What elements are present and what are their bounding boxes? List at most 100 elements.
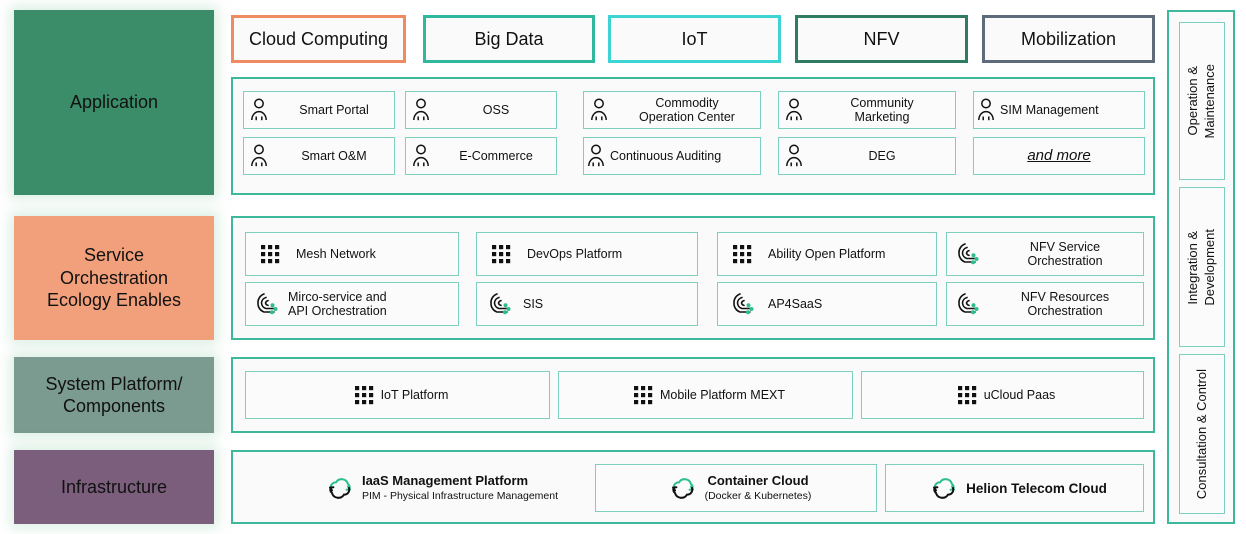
system-item-mobile-platform-mext[interactable]: Mobile Platform MEXT bbox=[558, 371, 853, 419]
domain-pill-label: Cloud Computing bbox=[248, 28, 389, 49]
app-item-sim-management[interactable]: SIM Management bbox=[973, 91, 1145, 129]
layer-label-text: System Platform/ Components bbox=[45, 373, 183, 417]
infrastructure-panel: IaaS Management Platform PIM - Physical … bbox=[231, 450, 1155, 524]
orchestration-swirl-icon bbox=[477, 291, 521, 317]
grid-dots-icon bbox=[718, 243, 766, 265]
side-rail-label: Integration & Development bbox=[1185, 228, 1217, 306]
service-item-label: SIS bbox=[523, 296, 544, 311]
infra-item-container-cloud[interactable]: Container Cloud (Docker & Kubernetes) bbox=[595, 464, 877, 512]
app-item-and-more[interactable]: and more bbox=[973, 137, 1145, 175]
service-item-mesh-network[interactable]: Mesh Network bbox=[245, 232, 459, 276]
service-item-microservice-api-orchestration[interactable]: Mirco-service and API Orchestration bbox=[245, 282, 459, 326]
domain-pill-mobilization[interactable]: Mobilization bbox=[982, 15, 1155, 63]
layer-label-text: Infrastructure bbox=[60, 476, 168, 497]
person-icon bbox=[584, 98, 614, 122]
infra-item-sublabel: (Docker & Kubernetes) bbox=[704, 489, 812, 502]
system-item-label: Mobile Platform MEXT bbox=[659, 388, 786, 402]
orchestration-swirl-icon bbox=[718, 291, 766, 317]
service-item-label: NFV Resources Orchestration bbox=[1020, 289, 1110, 318]
service-item-ability-open-platform[interactable]: Ability Open Platform bbox=[717, 232, 937, 276]
app-item-label: Continuous Auditing bbox=[610, 148, 722, 163]
domain-pill-label: Big Data bbox=[474, 28, 544, 49]
side-rail-item-operation-maintenance[interactable]: Operation & Maintenance bbox=[1179, 22, 1225, 180]
app-item-oss[interactable]: OSS bbox=[405, 91, 557, 129]
app-item-label: and more bbox=[1027, 147, 1091, 165]
layer-label-application: Application bbox=[14, 10, 214, 195]
app-item-smart-portal[interactable]: Smart Portal bbox=[243, 91, 395, 129]
cloud-sync-icon bbox=[318, 475, 362, 501]
infra-item-label: Container Cloud bbox=[707, 473, 809, 489]
person-icon bbox=[244, 98, 274, 122]
system-item-label: uCloud Paas bbox=[983, 388, 1056, 402]
service-item-ap4saas[interactable]: AP4SaaS bbox=[717, 282, 937, 326]
domain-pill-nfv[interactable]: NFV bbox=[795, 15, 968, 63]
cloud-sync-icon bbox=[922, 475, 966, 501]
app-item-label: SIM Management bbox=[1000, 102, 1099, 117]
domain-pill-iot[interactable]: IoT bbox=[608, 15, 781, 63]
app-item-e-commerce[interactable]: E-Commerce bbox=[405, 137, 557, 175]
cloud-sync-icon bbox=[661, 475, 705, 501]
side-rail-label: Operation & Maintenance bbox=[1185, 63, 1217, 139]
person-icon bbox=[779, 144, 809, 168]
service-item-nfv-service-orchestration[interactable]: NFV Service Orchestration bbox=[946, 232, 1144, 276]
layer-label-text: Service Orchestration Ecology Enables bbox=[46, 245, 182, 311]
app-item-label: Community Marketing bbox=[850, 95, 914, 124]
person-icon bbox=[406, 98, 436, 122]
layer-label-service: Service Orchestration Ecology Enables bbox=[14, 216, 214, 340]
domain-pill-cloud-computing[interactable]: Cloud Computing bbox=[231, 15, 406, 63]
app-item-commodity-operation-center[interactable]: Commodity Operation Center bbox=[583, 91, 761, 129]
app-item-smart-om[interactable]: Smart O&M bbox=[243, 137, 395, 175]
service-item-label: AP4SaaS bbox=[768, 296, 823, 311]
app-item-community-marketing[interactable]: Community Marketing bbox=[778, 91, 956, 129]
layer-label-text: Application bbox=[69, 92, 159, 113]
infra-item-iaas-management-platform[interactable]: IaaS Management Platform PIM - Physical … bbox=[273, 464, 603, 512]
layer-label-system: System Platform/ Components bbox=[14, 357, 214, 433]
person-icon bbox=[584, 144, 608, 168]
person-icon bbox=[974, 98, 998, 122]
service-orchestration-panel: Mesh Network DevOps Platform bbox=[231, 216, 1155, 340]
side-rail-label: Consultation & Control bbox=[1193, 368, 1209, 500]
system-item-iot-platform[interactable]: IoT Platform bbox=[245, 371, 550, 419]
grid-dots-icon bbox=[246, 243, 294, 265]
person-icon bbox=[244, 144, 274, 168]
app-item-label: DEG bbox=[868, 148, 896, 163]
app-item-label: Smart Portal bbox=[299, 102, 369, 117]
orchestration-swirl-icon bbox=[947, 241, 987, 267]
orchestration-swirl-icon bbox=[947, 291, 987, 317]
app-item-label: Commodity Operation Center bbox=[639, 95, 735, 124]
app-item-label: OSS bbox=[482, 102, 510, 117]
service-item-nfv-resources-orchestration[interactable]: NFV Resources Orchestration bbox=[946, 282, 1144, 326]
service-item-label: Mirco-service and API Orchestration bbox=[288, 289, 387, 318]
side-rail-item-consultation-control[interactable]: Consultation & Control bbox=[1179, 354, 1225, 514]
service-item-label: NFV Service Orchestration bbox=[1027, 239, 1103, 268]
side-rail: Operation & Maintenance Integration & De… bbox=[1167, 10, 1235, 524]
system-item-ucloud-paas[interactable]: uCloud Paas bbox=[861, 371, 1144, 419]
system-platform-panel: IoT Platform Mobile Platform MEXT bbox=[231, 357, 1155, 433]
app-item-label: E-Commerce bbox=[459, 148, 533, 163]
application-panel: Smart Portal OSS bbox=[231, 77, 1155, 195]
person-icon bbox=[406, 144, 436, 168]
grid-dots-icon bbox=[950, 384, 984, 406]
domain-pill-label: Mobilization bbox=[1020, 28, 1117, 49]
app-item-deg[interactable]: DEG bbox=[778, 137, 956, 175]
service-item-sis[interactable]: SIS bbox=[476, 282, 698, 326]
side-rail-item-integration-development[interactable]: Integration & Development bbox=[1179, 187, 1225, 347]
service-item-label: Ability Open Platform bbox=[768, 246, 886, 261]
infra-item-label: IaaS Management Platform bbox=[361, 473, 529, 489]
layer-label-infrastructure: Infrastructure bbox=[14, 450, 214, 524]
domain-pill-label: IoT bbox=[681, 28, 708, 49]
infra-item-helion-telecom-cloud[interactable]: Helion Telecom Cloud bbox=[885, 464, 1144, 512]
app-item-continuous-auditing[interactable]: Continuous Auditing bbox=[583, 137, 761, 175]
service-item-devops-platform[interactable]: DevOps Platform bbox=[476, 232, 698, 276]
grid-dots-icon bbox=[477, 243, 525, 265]
domain-pill-big-data[interactable]: Big Data bbox=[423, 15, 595, 63]
system-item-label: IoT Platform bbox=[380, 388, 449, 402]
service-item-label: Mesh Network bbox=[296, 246, 376, 261]
person-icon bbox=[779, 98, 809, 122]
service-item-label: DevOps Platform bbox=[527, 246, 623, 261]
orchestration-swirl-icon bbox=[246, 291, 286, 317]
app-item-label: Smart O&M bbox=[301, 148, 367, 163]
infra-item-label: Helion Telecom Cloud bbox=[966, 480, 1107, 496]
grid-dots-icon bbox=[626, 384, 660, 406]
